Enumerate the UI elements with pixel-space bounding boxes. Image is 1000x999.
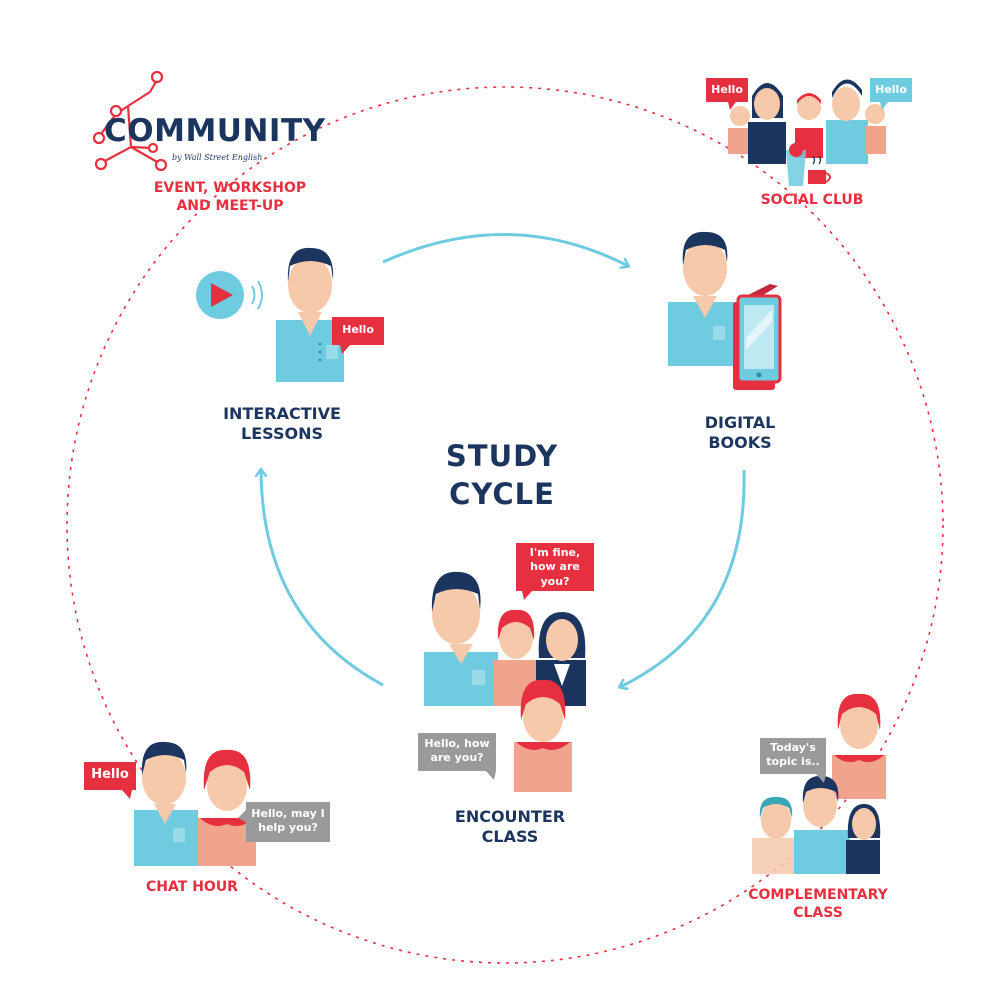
community-logo-byline: by Wall Street English <box>172 153 263 162</box>
encounter-top-bubble: I'm fine, how are you? <box>529 546 581 588</box>
activity-chat-hour-label: CHAT HOUR <box>146 879 238 895</box>
digital-books-illustration <box>668 231 782 390</box>
encounter-bottom-bubble: Hello, how are you? <box>424 737 490 765</box>
arrow-encounter-to-lessons <box>261 470 384 687</box>
arrow-books-to-encounter <box>620 469 746 687</box>
activity-complementary-class-label: COMPLEMENTARY CLASS <box>748 887 888 921</box>
social-left-bubble-shape <box>706 78 748 102</box>
encounter-class-illustration <box>418 543 594 792</box>
community-subtitle-line1: EVENT, WORKSHOP <box>153 180 307 196</box>
social-right-bubble: Hello <box>875 83 907 96</box>
video-play-icon <box>196 271 263 319</box>
stage-digital-books-label: DIGITAL BOOKS <box>704 413 776 452</box>
lessons-hello-bubble: Hello <box>342 323 374 336</box>
community-subtitle-line2: AND MEET-UP <box>176 197 284 214</box>
social-left-bubble: Hello <box>711 83 743 96</box>
activity-social-club-label: SOCIAL CLUB <box>760 192 864 208</box>
interactive-lessons-illustration <box>196 247 384 382</box>
study-cycle-title-line1: STUDY <box>445 439 559 473</box>
chat-hour-illustration <box>84 741 330 866</box>
arrow-lessons-to-books <box>382 232 628 266</box>
tablet-book-icon <box>733 284 782 390</box>
community-logo-text: COMMUNITY <box>104 113 326 149</box>
study-cycle-title: STUDY CYCLE <box>397 438 607 513</box>
complementary-bubble: Today's topic is.. <box>766 741 820 769</box>
chat-help-bubble: Hello, may I help you? <box>251 807 325 835</box>
water-glass-icon <box>786 143 806 186</box>
stage-encounter-class-label: ENCOUNTER CLASS <box>454 807 566 846</box>
social-right-bubble-shape <box>870 78 912 102</box>
network-nodes-icon <box>92 70 168 172</box>
complementary-class-illustration <box>752 693 886 874</box>
community-subtitle: EVENT, WORKSHOP AND MEET-UP <box>130 180 330 215</box>
community-cycle-ring <box>66 86 944 964</box>
chat-hello-bubble: Hello <box>91 767 129 782</box>
coffee-cup-icon <box>808 155 831 184</box>
stage-interactive-lessons-label: INTERACTIVE LESSONS <box>223 404 341 443</box>
social-club-illustration <box>706 78 912 186</box>
study-cycle-title-line2: CYCLE <box>449 476 555 511</box>
